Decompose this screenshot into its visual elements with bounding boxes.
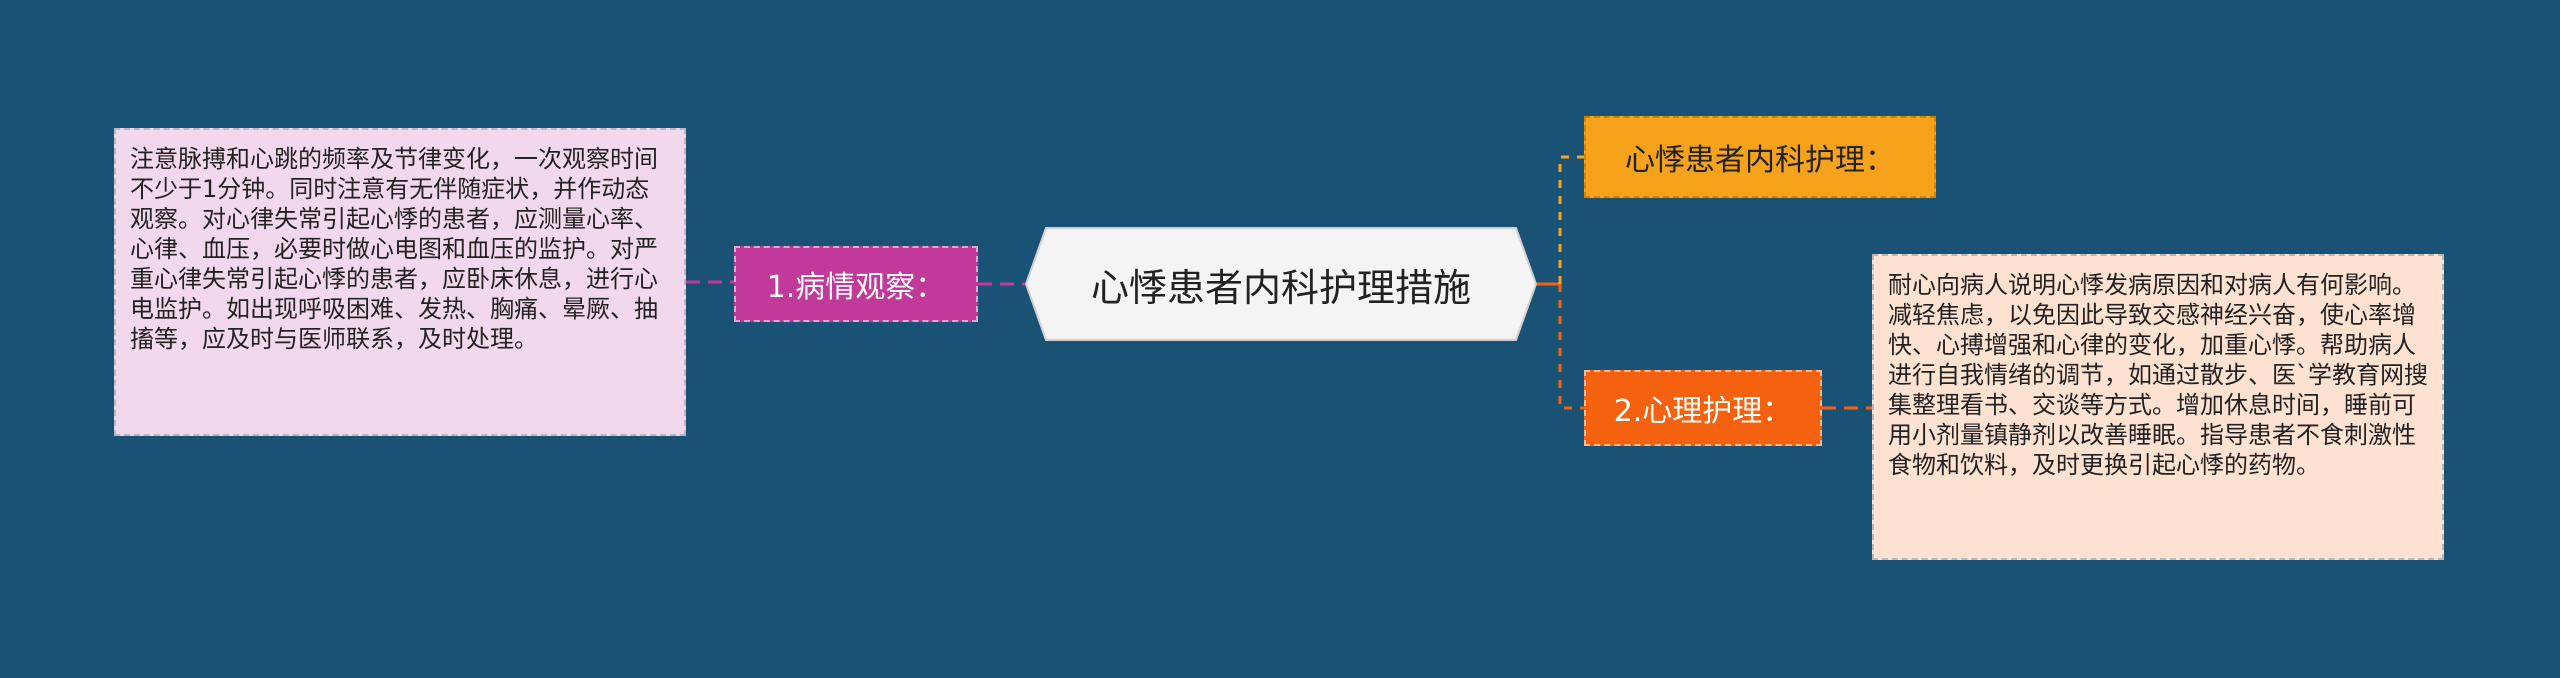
detail-psych-text: 耐心向病人说明心悸发病原因和对病人有何影响。减轻焦虑，以免因此导致交感神经兴奋，… (1872, 254, 2444, 560)
branch-psych-care[interactable]: 2.心理护理： (1584, 370, 1822, 446)
branch-observe-label: 1.病情观察： (766, 270, 946, 305)
branch-observe[interactable]: 1.病情观察： (734, 246, 978, 322)
link-trunk-to-internal (1558, 155, 1584, 284)
branch-internal-care-label: 心悸患者内科护理： (1625, 143, 1895, 178)
link-trunk-to-psych (1558, 284, 1584, 410)
branch-psych-care-label: 2.心理护理： (1613, 394, 1793, 429)
branch-internal-care[interactable]: 心悸患者内科护理： (1584, 116, 1936, 198)
detail-observe-text: 注意脉搏和心跳的频率及节律变化，一次观察时间不少于1分钟。同时注意有无伴随症状，… (114, 128, 686, 436)
central-topic-label: 心悸患者内科护理措施 (1090, 265, 1471, 310)
central-hexagon-shape (1024, 227, 1538, 341)
central-topic[interactable]: 心悸患者内科护理措施 (1024, 226, 1538, 342)
